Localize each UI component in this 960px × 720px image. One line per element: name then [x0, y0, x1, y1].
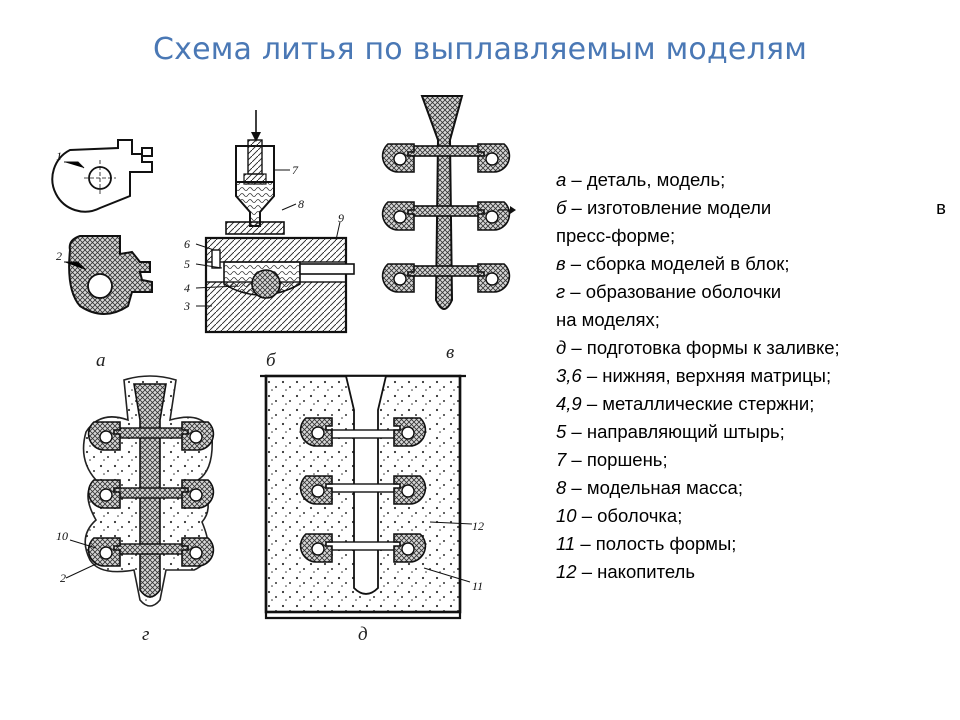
- callout-g2: 2: [60, 571, 66, 585]
- figure-d-flask: [260, 374, 473, 620]
- callout-b8: 8: [298, 197, 304, 211]
- figure-label-b: б: [266, 350, 276, 371]
- legend-line: пресс-форме;: [556, 225, 676, 246]
- callout-d11: 11: [472, 579, 483, 593]
- legend-line: 8 – модельная масса;: [556, 477, 743, 498]
- callout-b6: 6: [184, 237, 190, 251]
- legend-line: в – сборка моделей в блок;: [556, 253, 790, 274]
- legend-line: а – деталь, модель;: [556, 169, 726, 190]
- legend-line: 3,6 – нижняя, верхняя матрицы;: [556, 365, 832, 386]
- figure-label-a: а: [96, 350, 106, 371]
- callout-b5: 5: [184, 257, 190, 271]
- callout-a2: 2: [56, 249, 62, 263]
- callout-g10: 10: [56, 529, 68, 543]
- slide-title: Схема литья по выплавляемым моделям: [152, 32, 808, 67]
- legend-line: 7 – поршень;: [556, 449, 668, 470]
- callout-d12: 12: [472, 519, 484, 533]
- legend-line: 10 – оболочка;: [556, 505, 683, 526]
- legend: а – деталь, модель; б – изготовление мод…: [556, 166, 948, 586]
- figure-a-model: [64, 235, 153, 315]
- figure-label-g: г: [142, 624, 150, 645]
- figure-a-part: [51, 139, 153, 213]
- legend-line: г – образование оболочки: [556, 281, 782, 302]
- figure-label-d: д: [358, 624, 368, 645]
- figure-g-shell: [65, 375, 215, 607]
- callout-b4: 4: [184, 281, 190, 295]
- legend-line: 11 – полость формы;: [556, 533, 737, 554]
- callout-b3: 3: [183, 299, 190, 313]
- callout-b9: 9: [338, 211, 344, 225]
- callout-b7: 7: [292, 163, 299, 177]
- figure-b-press-mold: [195, 110, 355, 334]
- callout-a1: 1: [56, 149, 62, 163]
- legend-line: д – подготовка формы к заливке;: [556, 337, 840, 358]
- legend-line: 5 – направляющий штырь;: [556, 421, 785, 442]
- figure-v-cluster: [381, 95, 516, 310]
- legend-line: на моделях;: [556, 309, 660, 330]
- figure-label-v: в: [446, 342, 455, 363]
- legend-line: 12 – накопитель: [556, 561, 695, 582]
- legend-line: 4,9 – металлические стержни;: [556, 393, 815, 414]
